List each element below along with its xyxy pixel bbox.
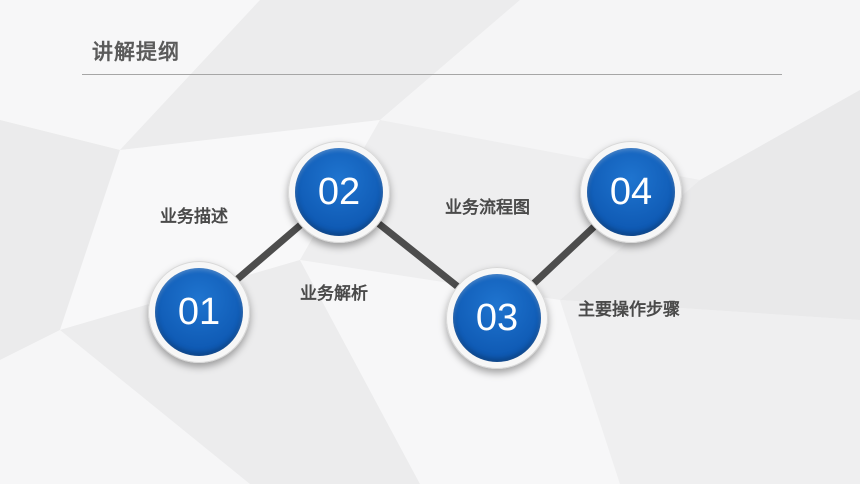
step-node-03: 03 <box>446 267 548 369</box>
step-node-02: 02 <box>288 141 390 243</box>
step-node-01: 01 <box>148 261 250 363</box>
step-label-01: 业务描述 <box>160 207 228 227</box>
step-number-04: 04 <box>587 148 675 236</box>
step-label-04: 主要操作步骤 <box>578 300 680 320</box>
step-node-04: 04 <box>580 141 682 243</box>
step-number-02: 02 <box>295 148 383 236</box>
step-number-03: 03 <box>453 274 541 362</box>
step-number-01: 01 <box>155 268 243 356</box>
slide-title: 讲解提纲 <box>92 40 180 64</box>
step-label-03: 业务流程图 <box>445 198 530 218</box>
step-label-02: 业务解析 <box>300 284 368 304</box>
title-divider <box>82 74 782 75</box>
